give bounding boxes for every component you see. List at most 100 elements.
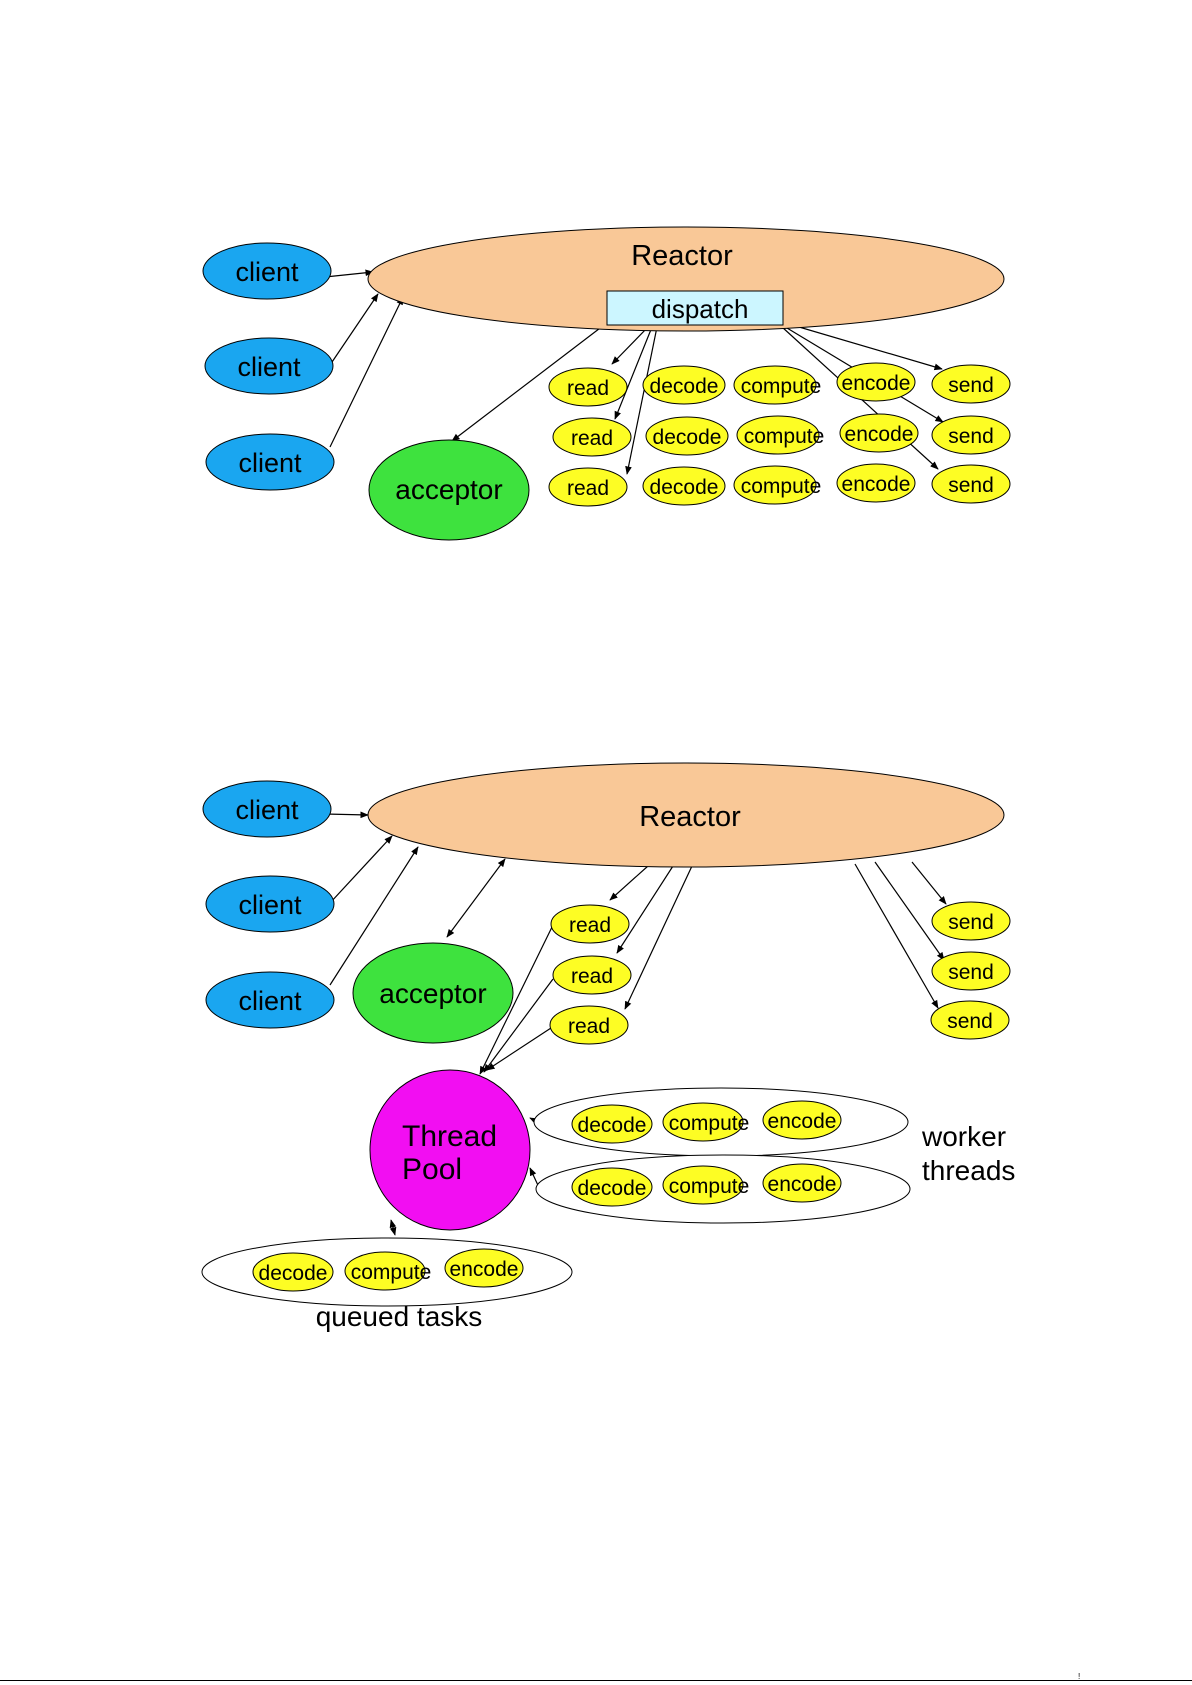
- d1-read-label: read: [571, 427, 613, 450]
- d2-edges: [324, 811, 947, 1236]
- page-footer-mark: !: [1078, 1672, 1081, 1681]
- d2-reactor-shape: [367, 762, 1005, 868]
- d1-send-label: send: [948, 374, 994, 397]
- d1-read-node: [548, 467, 628, 507]
- d1-read-node: [548, 367, 628, 407]
- d2-thread-pool: Thread Pool: [369, 1069, 531, 1231]
- d1-dispatch-box: [606, 290, 784, 326]
- d1-reactor: Reactor: [367, 226, 1005, 332]
- d2-send-node: [930, 1000, 1010, 1040]
- d1-compute-node: [733, 465, 817, 505]
- d2-edge-reactor-acceptor: [446, 858, 506, 938]
- d1-encode-node: [836, 463, 916, 503]
- d1-client-1-shape: [202, 242, 332, 300]
- d2-read-label: read: [569, 914, 611, 937]
- d2-edge-pool-queue: [389, 1219, 397, 1236]
- page-bottom-rule: [0, 1680, 1192, 1681]
- d2-client-3: client: [205, 971, 335, 1029]
- d1-client-2-label: client: [237, 352, 301, 382]
- d2-encode-node: [444, 1248, 524, 1288]
- d1-edge-dispatch-read2: [614, 326, 653, 420]
- d1-decode-label: decode: [653, 426, 722, 449]
- d1-client-2-shape: [204, 337, 334, 395]
- d1-client-3: client: [205, 433, 335, 491]
- d2-edge-reactor-send2: [874, 861, 945, 961]
- d1-acceptor-shape: [368, 439, 530, 541]
- d2-decode-label: decode: [578, 1177, 647, 1200]
- d2-client-1: client: [202, 780, 332, 838]
- d2-thread-pool-label-line1: Thread: [402, 1120, 497, 1153]
- d1-task-row-1: read decode compute encode send: [548, 362, 1011, 407]
- d2-edge-reactor-send3: [854, 863, 939, 1009]
- d2-edge-read1-pool: [479, 924, 554, 1075]
- d2-sends: send send send: [930, 901, 1011, 1040]
- d1-task-row-2: read decode compute encode send: [552, 413, 1011, 457]
- d2-encode-label: encode: [768, 1110, 837, 1133]
- d1-edge-dispatch-read3: [625, 326, 658, 475]
- d2-reactor-label: Reactor: [639, 801, 741, 833]
- d2-decode-node: [571, 1104, 653, 1144]
- d1-compute-node: [733, 365, 817, 405]
- d2-send-node: [931, 901, 1011, 941]
- d1-edge-dispatch-read1: [611, 326, 649, 365]
- d2-encode-label: encode: [450, 1258, 519, 1281]
- d1-read-node: [552, 417, 632, 457]
- d1-compute-label: compute: [741, 375, 822, 398]
- d2-read-label: read: [568, 1015, 610, 1038]
- d1-encode-label: encode: [842, 473, 911, 496]
- d2-worker-threads-label-line1: worker: [921, 1121, 1006, 1152]
- d1-edge-client3-reactor: [329, 296, 404, 448]
- d1-reactor-label: Reactor: [631, 240, 733, 272]
- d2-client-3-label: client: [238, 986, 302, 1016]
- d2-edge-read3-pool: [486, 1027, 552, 1071]
- d2-edge-read2-pool: [483, 978, 554, 1073]
- d2-send-label: send: [948, 961, 994, 984]
- d2-queued-tasks-label: queued tasks: [316, 1301, 483, 1332]
- d2-edge-client1-reactor: [324, 811, 369, 819]
- d2-worker-thread-1: decode compute encode: [533, 1087, 909, 1157]
- d1-decode-label: decode: [650, 375, 719, 398]
- d2-compute-node: [662, 1165, 744, 1205]
- d1-client-3-label: client: [238, 448, 302, 478]
- d2-encode-node: [762, 1100, 842, 1140]
- d1-client-1-label: client: [235, 257, 299, 287]
- d2-client-2: client: [205, 875, 335, 933]
- d2-acceptor-shape: [352, 942, 514, 1044]
- diagram-basic-reactor: Reactor dispatch client client client ac…: [202, 226, 1011, 541]
- d2-read-node: [549, 1005, 629, 1045]
- d2-client-2-label: client: [238, 890, 302, 920]
- d1-edge-client2-reactor: [329, 293, 379, 366]
- d2-send-node: [931, 951, 1011, 991]
- d1-edge-dispatch-send1: [781, 321, 943, 371]
- d1-send-label: send: [948, 425, 994, 448]
- d2-edge-reactor-read3: [624, 865, 693, 1010]
- d2-encode-node: [762, 1163, 842, 1203]
- d2-worker-threads-label-line2: threads: [922, 1155, 1015, 1186]
- d2-compute-label: compute: [669, 1175, 750, 1198]
- d1-task-row-3: read decode compute encode send: [548, 463, 1011, 507]
- d1-acceptor: acceptor: [368, 439, 530, 541]
- d1-send-node: [931, 415, 1011, 455]
- d2-edge-reactor-send1: [911, 861, 947, 905]
- d1-encode-node: [839, 413, 919, 453]
- d2-decode-label: decode: [578, 1114, 647, 1137]
- d2-queued-tasks: decode compute encode queued tasks: [201, 1237, 573, 1332]
- d1-decode-node: [642, 365, 726, 405]
- d2-compute-label: compute: [669, 1112, 750, 1135]
- d2-client-1-label: client: [235, 795, 299, 825]
- d2-client-3-shape: [205, 971, 335, 1029]
- d1-compute-label: compute: [744, 425, 825, 448]
- d2-read-node: [550, 904, 630, 944]
- d1-dispatch-label: dispatch: [652, 294, 749, 324]
- d2-send-label: send: [947, 1010, 993, 1033]
- d1-edge-client1-reactor: [324, 269, 374, 278]
- d1-encode-label: encode: [842, 372, 911, 395]
- d1-encode-node: [836, 362, 916, 402]
- d2-send-label: send: [948, 911, 994, 934]
- d2-edge-client2-reactor: [329, 835, 393, 904]
- d2-compute-node: [662, 1102, 744, 1142]
- d1-read-label: read: [567, 377, 609, 400]
- d1-edge-dispatch-acceptor: [451, 321, 609, 442]
- d1-send-label: send: [948, 474, 994, 497]
